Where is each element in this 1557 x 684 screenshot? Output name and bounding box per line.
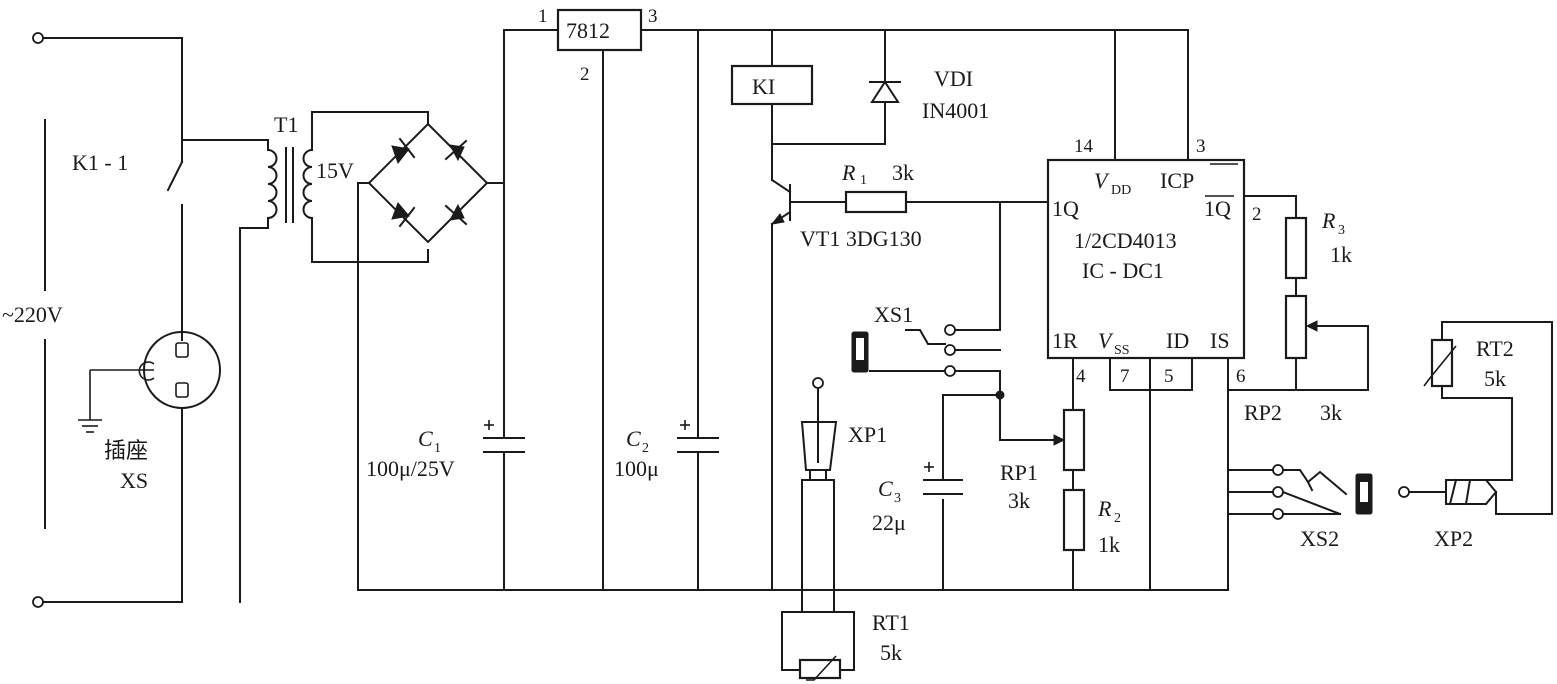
regulator-label: 7812 (566, 18, 610, 43)
rp2-label: RP2 (1244, 400, 1282, 425)
thermistor-rt1: RT1 5k (781, 610, 910, 681)
ic-1q-bar: 1Q (1204, 196, 1231, 221)
resistor-r2: R 2 1k (1062, 488, 1121, 591)
ic-vdd-v: V (1094, 168, 1110, 193)
resistor-r3: R 3 1k (1243, 195, 1352, 297)
rp1-label: RP1 (1000, 460, 1038, 485)
xs2-label: XS2 (1300, 526, 1339, 551)
plug-xp1: XP1 (800, 377, 887, 613)
r1-letter: R (841, 160, 856, 185)
xp1-label: XP1 (848, 422, 887, 447)
ic-part: 1/2CD4013 (1074, 228, 1177, 253)
capacitor-c1: C 1 100μ/25V (366, 420, 525, 481)
socket-xs: 插座 XS (78, 331, 221, 603)
socket-label-cn: 插座 (104, 439, 148, 464)
transformer-label: T1 (274, 112, 298, 137)
resistor-r1: R 1 3k (841, 160, 1049, 214)
ic-pin-7: 7 (1120, 366, 1130, 387)
c2-letter: C (626, 426, 641, 451)
rt1-value: 5k (880, 640, 902, 665)
mains-input: ~220V (2, 32, 183, 608)
xp2-label: XP2 (1434, 526, 1473, 551)
ic-pin-5: 5 (1164, 366, 1174, 387)
relay-ki: KI VDI IN4001 (730, 29, 989, 145)
relay-label: KI (752, 74, 775, 99)
timing-network (942, 357, 1074, 591)
relay-contact-k1-1: K1 - 1 (72, 37, 184, 341)
capacitor-c2: C 2 100μ (614, 420, 719, 481)
ic-id: ID (1166, 328, 1189, 353)
jack-xs1: XS1 (851, 201, 1001, 396)
mains-voltage-label: ~220V (2, 302, 63, 327)
rt2-value: 5k (1484, 366, 1506, 391)
power-rails (357, 29, 1229, 591)
transistor-vt1: VT1 3DG130 (770, 143, 922, 591)
ic-pin-14: 14 (1074, 136, 1094, 157)
transformer-t1: T1 15V (181, 111, 354, 603)
ic-cd4013: 14 3 V DD ICP 1Q 1Q 1/2CD4013 IC - DC1 1… (1046, 29, 1262, 591)
switch-label: K1 - 1 (72, 150, 128, 175)
ic-pin-3: 3 (1196, 136, 1206, 157)
capacitor-c3: C 3 22μ (872, 462, 963, 535)
bridge-diode-3 (391, 202, 416, 228)
ic-vdd-sub: DD (1111, 183, 1131, 198)
c3-number: 3 (894, 491, 901, 506)
r2-letter: R (1097, 496, 1112, 521)
potentiometer-rp2: RP2 3k (1227, 294, 1369, 425)
transformer-secondary-label: 15V (316, 158, 354, 183)
diode-part: IN4001 (922, 98, 989, 123)
ic-icp: ICP (1160, 168, 1194, 193)
bridge-rectifier (329, 111, 505, 591)
ic-1r: 1R (1052, 328, 1078, 353)
plug-xp2: XP2 (1398, 478, 1553, 551)
r3-number: 3 (1338, 223, 1345, 238)
jack-xs2: XS2 (1227, 357, 1373, 591)
ic-pin-2: 2 (1252, 204, 1262, 225)
c2-number: 2 (642, 441, 649, 456)
c3-value: 22μ (872, 510, 906, 535)
diode-label: VDI (934, 66, 973, 91)
rp1-value: 3k (1008, 488, 1030, 513)
r1-value: 3k (892, 160, 914, 185)
ic-vss-v: V (1098, 328, 1114, 353)
bridge-diode-2 (444, 139, 468, 162)
c1-letter: C (418, 426, 433, 451)
rt2-label: RT2 (1476, 336, 1514, 361)
ic-name: IC - DC1 (1082, 258, 1164, 283)
ic-pin-4: 4 (1076, 366, 1086, 387)
rt1-label: RT1 (872, 610, 910, 635)
bridge-diode-1 (391, 137, 416, 165)
rp2-value: 3k (1320, 400, 1342, 425)
regulator-pin3: 3 (648, 6, 658, 27)
vt1-label: VT1 3DG130 (800, 226, 922, 251)
ic-vss-sub: SS (1114, 343, 1130, 358)
bridge-diode-4 (444, 203, 468, 226)
thermistor-rt2: RT2 5k (1423, 321, 1553, 515)
ic-pin-6: 6 (1236, 366, 1246, 387)
r1-number: 1 (860, 173, 867, 188)
c3-letter: C (878, 476, 893, 501)
r2-number: 2 (1114, 511, 1121, 526)
c1-value: 100μ/25V (366, 456, 455, 481)
regulator-pin1: 1 (538, 6, 548, 27)
r3-letter: R (1321, 208, 1336, 233)
regulator-pin2: 2 (580, 64, 590, 85)
c2-value: 100μ (614, 456, 659, 481)
r3-value: 1k (1330, 242, 1352, 267)
potentiometer-rp1: RP1 3k (1000, 408, 1086, 513)
regulator-7812: 7812 1 2 3 (538, 6, 658, 85)
socket-label-en: XS (120, 468, 148, 493)
c1-number: 1 (434, 441, 441, 456)
ic-1q: 1Q (1052, 196, 1079, 221)
r2-value: 1k (1098, 532, 1120, 557)
xs1-label: XS1 (874, 302, 913, 327)
ic-is: IS (1210, 328, 1230, 353)
